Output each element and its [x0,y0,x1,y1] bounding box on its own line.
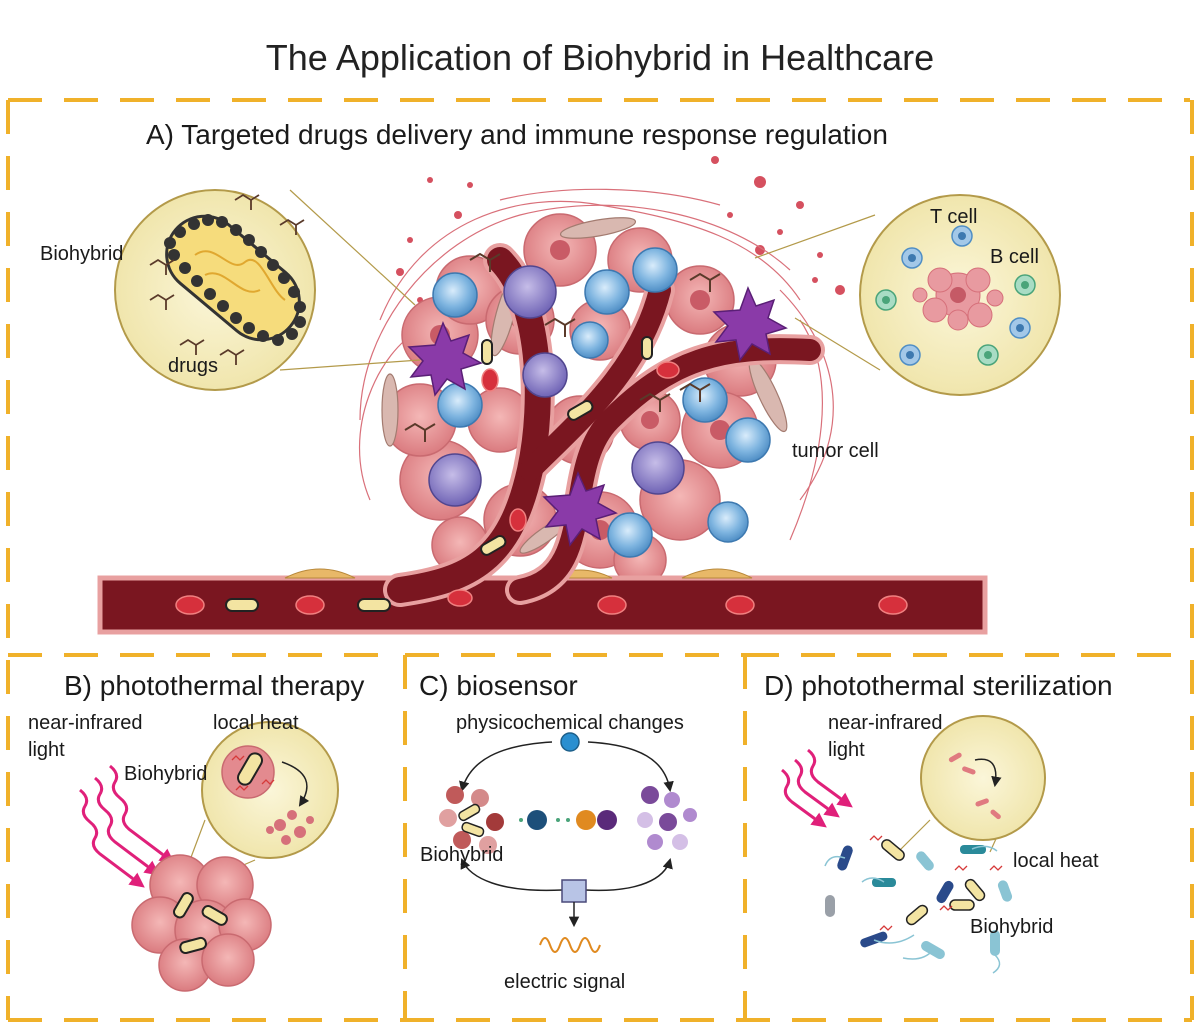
biohybrid-cluster-c [439,786,504,854]
local-heat-label-b: local heat [213,712,299,734]
particles [396,156,845,303]
panel-b-scene [79,721,339,992]
dendritic-cells [407,285,788,547]
drugs-label: drugs [168,355,219,377]
panel-b-heading: B) photothermal therapy [64,670,365,701]
red-blood-cells [175,361,908,615]
vessel-biohybrids [225,336,653,612]
nir-label-b-line2: light [28,739,65,761]
b-cell-label: B cell [990,246,1039,268]
nir-label-b-line1: near-infrared [28,712,143,734]
physicochemical-changes-label: physicochemical changes [456,712,684,734]
fibers [359,188,834,541]
tumor-cell-label: tumor cell [792,440,879,462]
panel-d-heading: D) photothermal sterilization [764,670,1113,701]
biohybrid-label-c: Biohybrid [420,844,504,866]
panel-a-heading: A) Targeted drugs delivery and immune re… [146,119,888,150]
heat-zoom-circle-d [920,715,1046,841]
t-cell-label: T cell [930,206,978,228]
biohybrid-label-d: Biohybrid [970,916,1054,938]
panel-c-scene [439,732,697,953]
biohybrid-zoom-circle [114,189,421,391]
biohybrid-label-a: Biohybrid [40,243,124,265]
purple-cells [428,265,685,507]
local-heat-label-d: local heat [1013,850,1099,872]
nir-light-rays-b [79,764,175,888]
purple-cluster-c [637,786,697,850]
nir-light-rays-d [781,748,853,828]
drug-molecules [404,252,721,442]
nir-label-d-line2: light [828,739,865,761]
panel-a-scene [97,156,1061,635]
panel-c-heading: C) biosensor [419,670,578,701]
figure-title: The Application of Biohybrid in Healthca… [265,37,935,78]
particle-chain [519,810,617,830]
electric-signal-label: electric signal [504,971,626,993]
fibroblasts [381,217,788,554]
transducer-box [561,879,587,903]
panel-borders [6,98,1194,1022]
electric-signal-wave [539,937,601,953]
heat-zoom-circle-b [201,721,339,859]
analyte-particle [560,732,580,752]
tumor-cluster-b [131,854,272,992]
lymphocytes [432,247,771,558]
bacteria-field [824,835,1013,974]
biohybrid-label-b: Biohybrid [124,763,208,785]
immune-zoom-circle [754,194,1061,396]
panel-d-scene [781,715,1046,974]
nir-label-d-line1: near-infrared [828,712,943,734]
